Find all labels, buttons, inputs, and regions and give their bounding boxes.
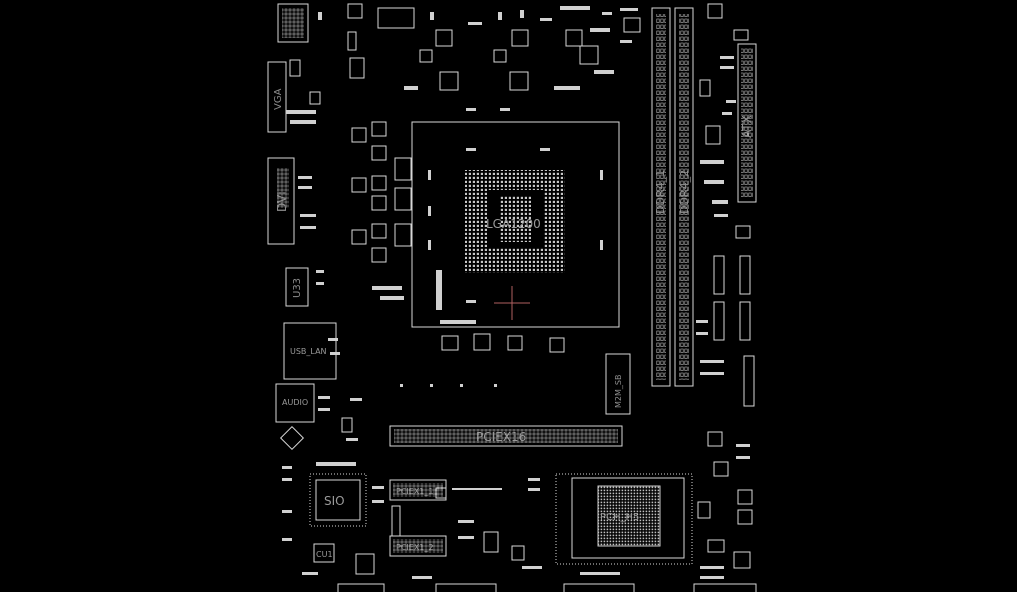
u33-label: U33: [292, 278, 303, 298]
dimm-slot-2: [674, 7, 694, 387]
pcie-x1-slot-2: [389, 535, 447, 557]
m2-label: M2M_SB: [614, 375, 623, 408]
usb-lan-label: USB_LAN: [290, 347, 327, 356]
dvi-label: DVI: [275, 191, 289, 212]
audio-label: AUDIO: [282, 398, 308, 407]
audio-connector: [275, 383, 315, 423]
usb-lan-connector: [283, 322, 337, 380]
dimm-slot-1: [651, 7, 671, 387]
pcie-x16-label: PCIEX16: [476, 430, 526, 444]
vga-connector: [267, 61, 287, 133]
atx-label: ATX: [740, 115, 754, 138]
top-header-connector: [277, 3, 309, 43]
dvi-connector: [267, 157, 295, 245]
m2-slot: [605, 353, 631, 415]
sio-label: SIO: [324, 494, 345, 508]
cu1-label: CU1: [316, 550, 333, 559]
cu1-chip: [313, 543, 335, 563]
pcie-x16-slot: [389, 425, 623, 447]
pcie-x1-2-label: PCIEX1_2: [396, 543, 433, 552]
crosshair-marker: [494, 286, 530, 320]
cpu-socket-label: LGA1200: [486, 217, 541, 231]
cpu-socket-outline: [411, 121, 620, 328]
u33-chip: [285, 267, 309, 307]
diamond-chip: [279, 425, 305, 451]
vga-label: VGA: [273, 88, 284, 110]
dimm2-label: DDR4_2: [678, 170, 691, 214]
atx-power-connector: [737, 43, 757, 203]
pch-label: PCH_H5: [600, 512, 639, 523]
pcie-x1-1-label: PCIEX1_1: [396, 487, 433, 496]
sio-chip: [315, 479, 361, 521]
pch-outline: [571, 477, 685, 559]
dimm1-label: DDR4_1: [654, 170, 667, 214]
